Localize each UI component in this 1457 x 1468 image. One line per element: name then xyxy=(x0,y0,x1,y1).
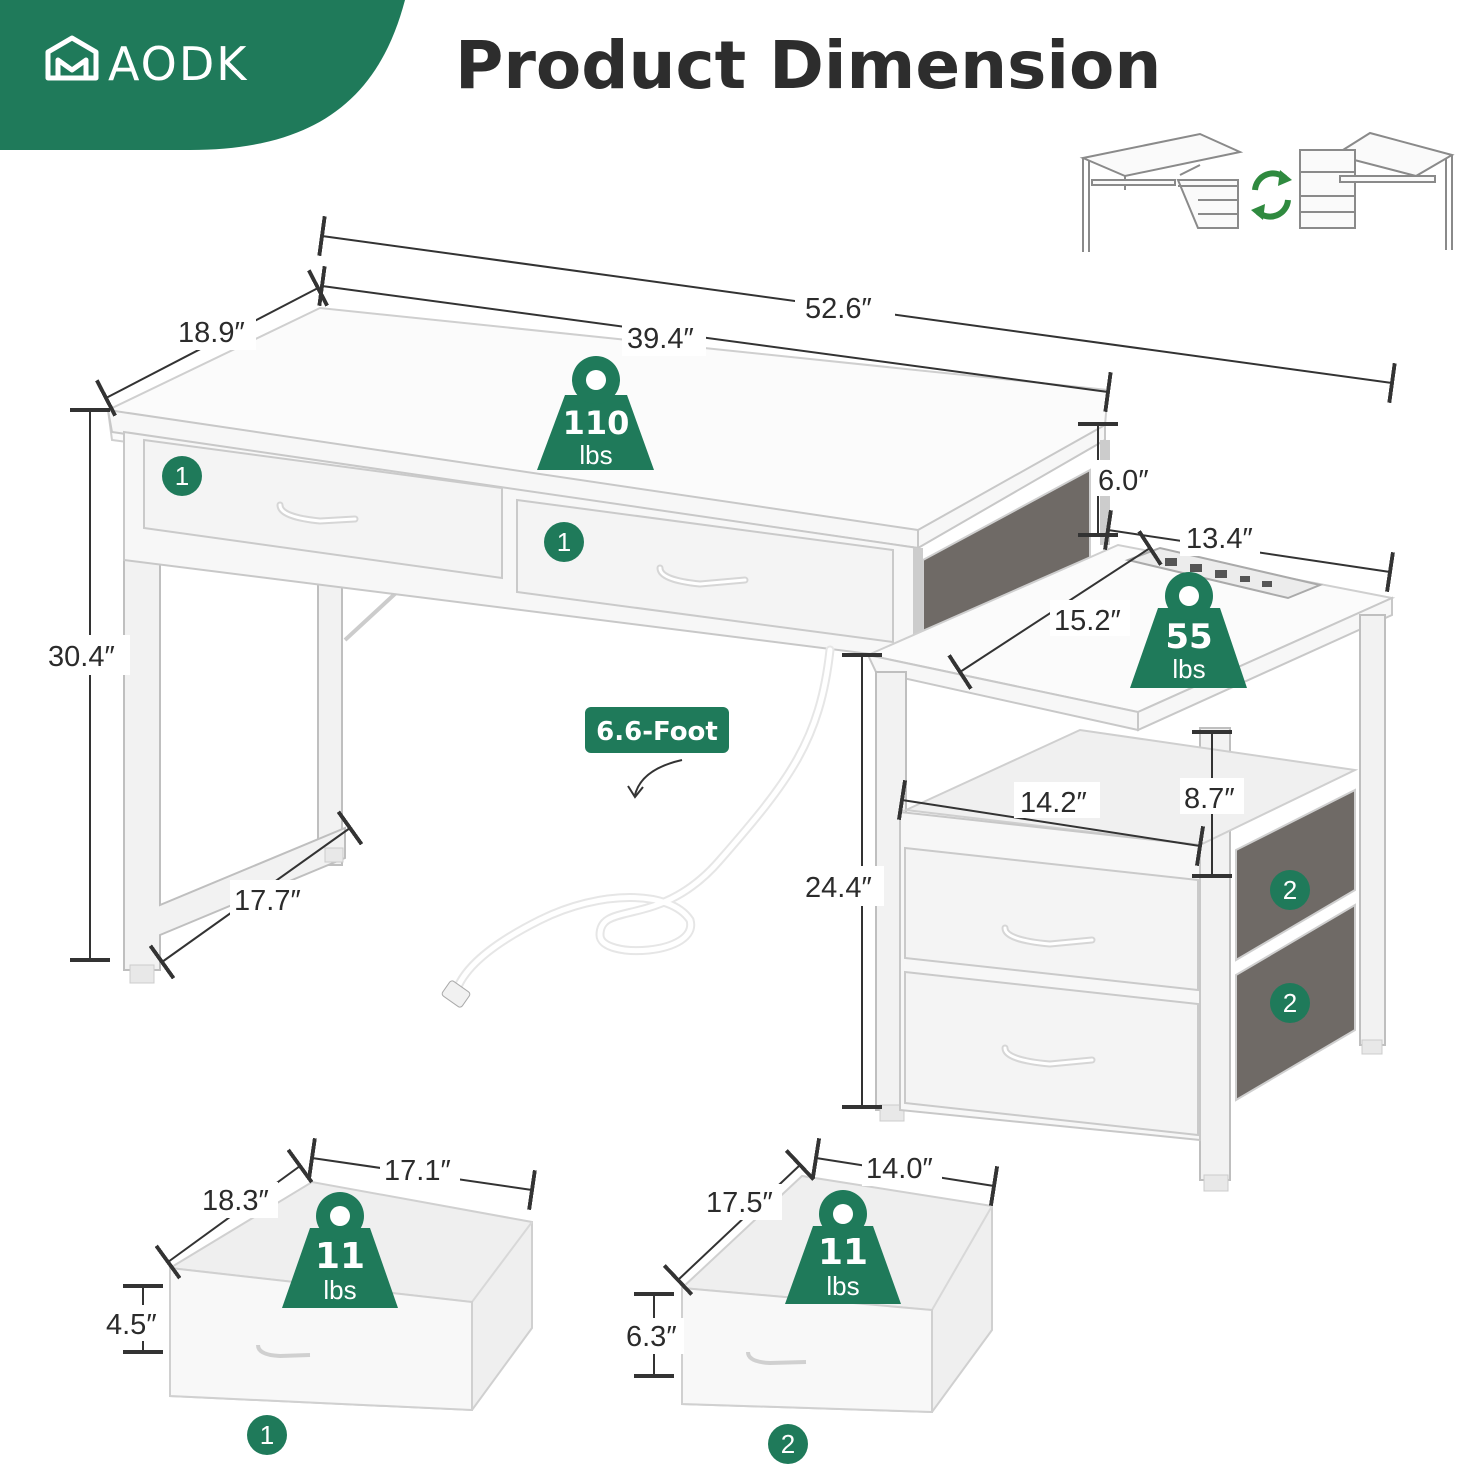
badge-cabinet-top: 2 xyxy=(1270,870,1310,910)
svg-text:1: 1 xyxy=(557,527,571,557)
drawer-2-width: 14.0″ xyxy=(866,1153,933,1185)
drawer-1-detail: 17.1″ 18.3″ 4.5″ 11 lbs 1 xyxy=(104,1137,537,1455)
cord-length-label: 6.6-Foot xyxy=(585,707,729,799)
drawer-2-depth: 17.5″ xyxy=(706,1187,773,1219)
badge-drawer-left: 1 xyxy=(162,456,202,496)
desk-illustration xyxy=(106,306,1396,1192)
weight-cabinet-value: 55 xyxy=(1165,617,1212,657)
dim-cabinet-height: 24.4″ xyxy=(805,872,872,904)
dim-shelf-width: 14.2″ xyxy=(1020,787,1087,819)
swap-arrows-icon xyxy=(1251,170,1292,220)
dim-shelf-gap: 6.0″ xyxy=(1098,465,1149,497)
drawer-1-width: 17.1″ xyxy=(384,1155,451,1187)
weight-tag-drawer-1: 11 lbs xyxy=(282,1192,398,1308)
page-title: Product Dimension xyxy=(455,27,1161,104)
dim-leg-depth: 17.7″ xyxy=(234,885,301,917)
weight-tag-drawer-2: 11 lbs xyxy=(785,1190,901,1304)
weight-tag-cabinet: 55 lbs xyxy=(1130,572,1247,688)
svg-text:2: 2 xyxy=(1283,875,1297,905)
drawer-1-height: 4.5″ xyxy=(106,1309,157,1341)
dim-desk-width: 39.4″ xyxy=(627,323,694,355)
weight-cabinet-unit: lbs xyxy=(1172,654,1205,684)
svg-text:1: 1 xyxy=(175,461,189,491)
dim-desk-depth: 18.9″ xyxy=(178,317,245,349)
reversible-layout-illustration xyxy=(1079,131,1455,252)
drawer-1-badge: 1 xyxy=(260,1420,274,1450)
weight-drawer-1-value: 11 xyxy=(315,1236,365,1277)
svg-text:2: 2 xyxy=(1283,988,1297,1018)
dim-shelf-height: 8.7″ xyxy=(1184,783,1235,815)
weight-tag-desktop: 110 lbs xyxy=(537,356,654,470)
weight-drawer-2-value: 11 xyxy=(818,1232,868,1273)
cord-length-text: 6.6-Foot xyxy=(596,717,718,747)
weight-desktop-value: 110 xyxy=(563,404,630,442)
drawer-2-badge: 2 xyxy=(781,1429,795,1459)
dim-cabinet-depth: 15.2″ xyxy=(1054,605,1121,637)
drawer-2-height: 6.3″ xyxy=(626,1321,677,1353)
brand-banner: AODK xyxy=(0,0,405,150)
drawer-1-depth: 18.3″ xyxy=(202,1185,269,1217)
weight-drawer-2-unit: lbs xyxy=(826,1271,859,1301)
badge-drawer-right: 1 xyxy=(544,522,584,562)
badge-cabinet-bottom: 2 xyxy=(1270,983,1310,1023)
dim-cabinet-width: 13.4″ xyxy=(1186,523,1253,555)
house-logo-icon xyxy=(45,35,99,81)
brand-name: AODK xyxy=(108,37,248,91)
weight-drawer-1-unit: lbs xyxy=(323,1275,356,1305)
dim-desk-height: 30.4″ xyxy=(48,641,115,673)
weight-desktop-unit: lbs xyxy=(579,440,612,470)
drawer-2-detail: 14.0″ 17.5″ 6.3″ 11 lbs 2 xyxy=(624,1137,1000,1464)
dim-overall-width: 52.6″ xyxy=(805,293,872,325)
